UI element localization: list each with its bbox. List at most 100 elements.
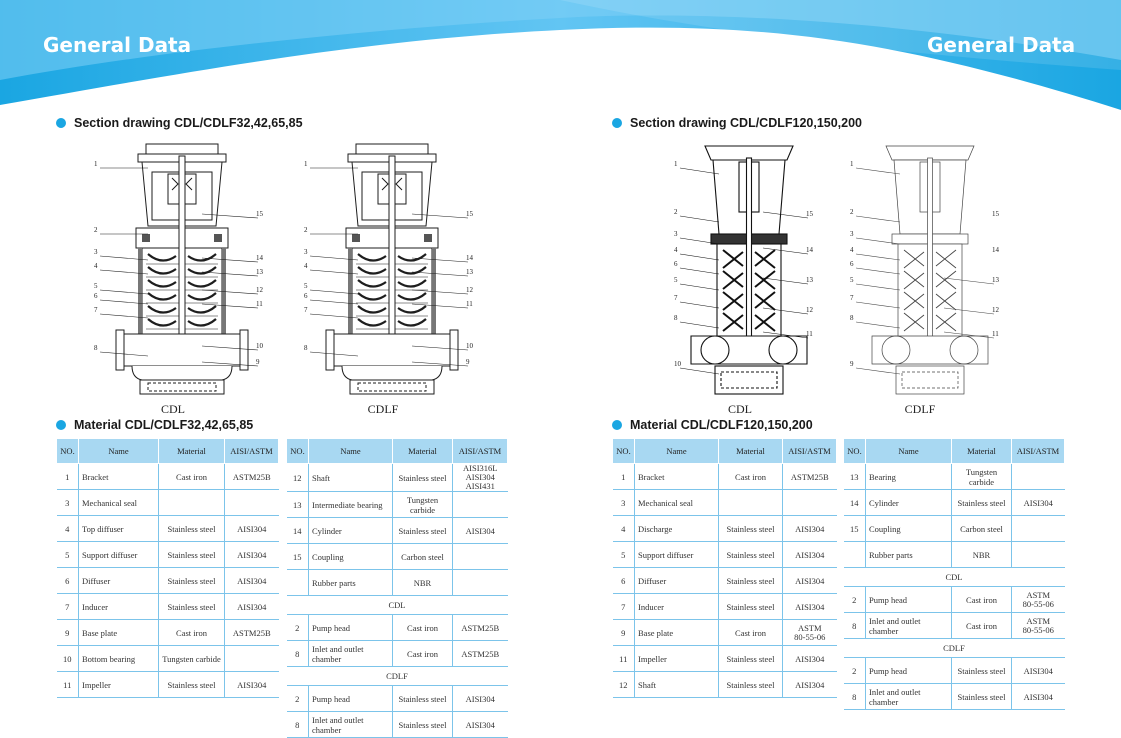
impeller-stage	[147, 279, 217, 288]
row-number: 12	[612, 671, 635, 698]
tie-bolt	[222, 248, 226, 334]
part-name: Inducer	[634, 593, 719, 620]
part-name: Bracket	[78, 463, 159, 490]
row-number: 2	[843, 657, 866, 684]
column-header: Name	[78, 438, 159, 464]
row-number: 8	[843, 612, 866, 639]
callout-line	[855, 283, 901, 291]
group-row: CDL	[286, 595, 508, 615]
impeller-stage	[903, 270, 957, 290]
standard-value: AISI304	[452, 685, 508, 712]
callout-line	[309, 313, 359, 319]
row-number: 8	[843, 683, 866, 710]
callout-line	[762, 331, 809, 339]
coupling-detail	[381, 177, 403, 191]
callout-number: 7	[304, 306, 308, 314]
standard-value	[224, 645, 279, 672]
shaft	[178, 155, 186, 357]
impeller-stage	[147, 292, 217, 301]
part-name: Cylinder	[308, 517, 393, 544]
callout-number: 4	[304, 262, 308, 270]
callout-line	[855, 237, 901, 245]
callout-number: 12	[806, 306, 814, 314]
callout-number: 11	[256, 300, 263, 308]
callout-line	[679, 253, 720, 261]
row-number: 8	[286, 640, 309, 667]
inlet-port	[700, 335, 730, 365]
row-number: 6	[612, 567, 635, 594]
callout-line	[309, 289, 359, 295]
callout-line	[855, 321, 901, 329]
material-value: Stainless steel	[951, 657, 1012, 684]
head-bolt	[142, 234, 150, 242]
callout-number: 3	[674, 230, 678, 238]
material-value: Cast iron	[718, 619, 783, 646]
material-value: Stainless steel	[718, 593, 783, 620]
callout-number: 14	[806, 246, 814, 254]
group-label: CDL	[286, 595, 508, 615]
part-name: Diffuser	[78, 567, 159, 594]
callout-line	[99, 313, 149, 319]
callout-number: 9	[256, 358, 260, 366]
callout-line	[855, 215, 901, 223]
material-value: Stainless steel	[158, 593, 225, 620]
callout-line	[679, 367, 720, 375]
callout-number: 5	[850, 276, 854, 284]
callout-number: 8	[850, 314, 854, 322]
standard-value: AISI304	[224, 515, 279, 542]
part-name: Mechanical seal	[78, 489, 159, 516]
section-drawing-heading-left: Section drawing CDL/CDLF32,42,65,85	[56, 116, 303, 130]
part-name: Shaft	[308, 463, 393, 492]
material-value: Tungsten carbide	[158, 645, 225, 672]
material-value: Cast iron	[158, 463, 225, 490]
material-value: Stainless steel	[718, 645, 783, 672]
drawing-caption: CDL	[161, 402, 185, 416]
base-detail	[147, 382, 217, 392]
callout-number: 6	[94, 292, 98, 300]
callout-number: 10	[466, 342, 474, 350]
callout-number: 12	[992, 306, 1000, 314]
impeller-stage	[903, 312, 957, 332]
motor-flange	[355, 143, 429, 155]
impeller-stage	[357, 279, 427, 288]
column-header: NO.	[843, 438, 866, 464]
row-number: 1	[56, 463, 79, 490]
material-value: Cast iron	[718, 463, 783, 490]
callout-line	[309, 299, 359, 305]
material-value	[718, 489, 783, 516]
group-row: CDLF	[286, 666, 508, 686]
impeller-stage	[722, 249, 776, 269]
bullet-icon	[56, 118, 66, 128]
material-value	[158, 489, 225, 516]
row-number: 4	[612, 515, 635, 542]
callout-number: 5	[94, 282, 98, 290]
row-number: 4	[56, 515, 79, 542]
callout-line	[679, 301, 720, 309]
column-header: NO.	[612, 438, 635, 464]
callout-line	[679, 283, 720, 291]
callout-number: 10	[256, 342, 264, 350]
callout-line	[411, 257, 469, 263]
column-header: AISI/ASTM	[1011, 438, 1065, 464]
callout-line	[99, 269, 149, 275]
shaft	[745, 157, 753, 359]
row-number: 2	[843, 586, 866, 613]
